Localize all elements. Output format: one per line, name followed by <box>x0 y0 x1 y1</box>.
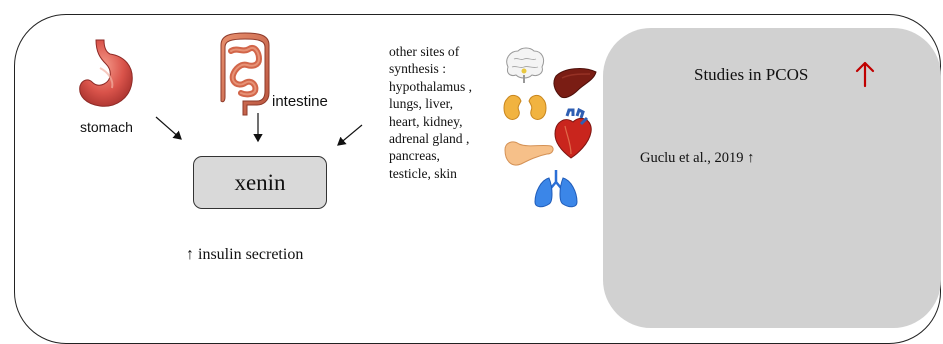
pancreas-icon <box>503 138 555 168</box>
arrow-stomach-to-xenin <box>156 117 181 139</box>
other-sites-line: pancreas, <box>389 147 472 164</box>
other-sites-line: testicle, skin <box>389 165 472 182</box>
other-sites-line: heart, kidney, <box>389 113 472 130</box>
stomach-label: stomach <box>80 119 133 135</box>
insulin-secretion-label: ↑ insulin secretion <box>186 246 303 264</box>
xenin-label: xenin <box>234 170 285 196</box>
other-sites-list: other sites of synthesis : hypothalamus … <box>389 43 472 182</box>
other-sites-line: other sites of <box>389 43 472 60</box>
brain-icon <box>502 47 546 85</box>
other-sites-line: hypothalamus , <box>389 78 472 95</box>
up-arrow-icon <box>855 60 875 88</box>
other-sites-line: synthesis : <box>389 60 472 77</box>
liver-icon <box>552 66 598 102</box>
other-sites-line: adrenal gland , <box>389 130 472 147</box>
xenin-box: xenin <box>193 156 327 209</box>
arrow-other-to-xenin <box>338 125 362 145</box>
intestine-label: intestine <box>272 93 328 110</box>
lungs-icon <box>533 168 579 210</box>
pcos-study-guclu: Guclu et al., 2019 ↑ <box>640 150 754 167</box>
other-sites-line: lungs, liver, <box>389 95 472 112</box>
pcos-title: Studies in PCOS <box>694 65 808 85</box>
heart-icon <box>553 110 593 160</box>
kidneys-icon <box>503 93 547 123</box>
